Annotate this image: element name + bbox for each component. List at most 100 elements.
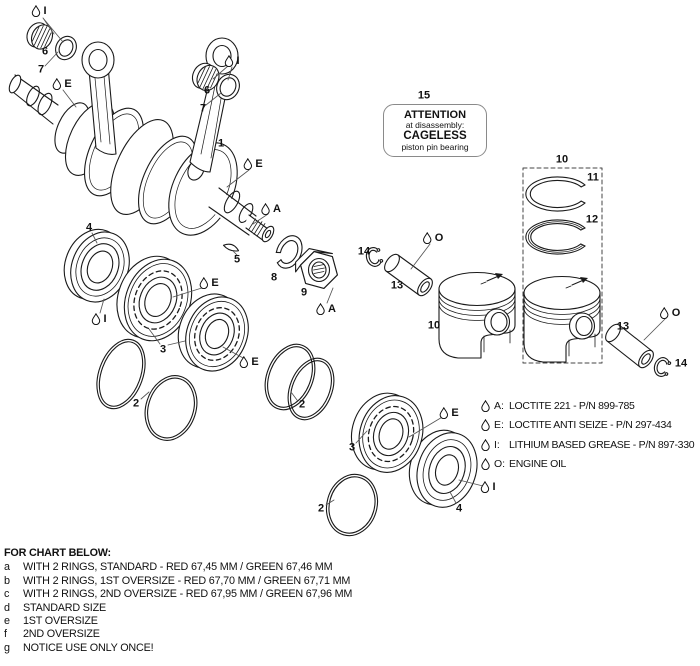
oil-drop-icon <box>660 307 669 319</box>
part-label-2a: 2 <box>132 397 140 410</box>
main-bearing-1 <box>116 255 193 342</box>
oil-drop-icon <box>224 55 234 67</box>
oil-drop-icon <box>480 481 490 493</box>
oil-drop-icon <box>31 5 41 17</box>
woodruff-key <box>222 243 240 252</box>
thrust-washer-right <box>216 73 240 101</box>
crank-right-shaft <box>207 187 275 243</box>
oil-seal-top <box>63 228 130 303</box>
attention-title: ATTENTION <box>403 108 467 121</box>
attention-main: CAGELESS <box>403 130 467 143</box>
piston-right <box>523 275 601 363</box>
o-ring-2 <box>144 375 198 441</box>
attention-footer: piston pin bearing <box>401 141 469 152</box>
legend-row-i: I:LITHIUM BASED GREASE - P/N 897-330 <box>481 438 695 451</box>
part-label-6b: 6 <box>203 84 211 97</box>
piston-pin-left <box>384 253 433 297</box>
oil-drop-icon <box>91 313 101 325</box>
lube-note-i1: I <box>31 5 47 17</box>
crank-left-stub <box>8 74 60 128</box>
kit-dashed-box <box>522 167 603 364</box>
lube-note-a2: A <box>316 303 336 315</box>
part-label-5: 5 <box>233 253 241 266</box>
lube-note-i4: I <box>480 481 496 493</box>
part-label-7a: 7 <box>37 63 45 76</box>
part-label-12: 12 <box>585 213 599 226</box>
part-label-10a: 10 <box>555 153 569 166</box>
piston-pin-right <box>605 323 654 369</box>
oil-drop-icon <box>439 407 449 419</box>
o-ring-4 <box>287 357 335 421</box>
o-ring-1 <box>96 338 146 410</box>
lube-note-o2: O <box>660 307 680 319</box>
part-label-13a: 13 <box>390 279 404 292</box>
part-label-4a: 4 <box>85 221 93 234</box>
part-label-10b: 10 <box>427 319 441 332</box>
chart-notes-title: FOR CHART BELOW: <box>4 547 111 559</box>
part-label-7b: 7 <box>199 102 207 115</box>
part-label-6a: 6 <box>41 45 49 58</box>
oil-drop-icon <box>199 277 209 289</box>
oil-drop-icon <box>261 203 270 215</box>
lube-note-e1: E <box>52 78 72 90</box>
legend-row-o: O:ENGINE OIL <box>481 458 694 471</box>
part-label-14a: 14 <box>357 245 371 258</box>
leader-lines <box>42 17 666 506</box>
part-label-3a: 3 <box>159 343 167 356</box>
lube-note-i2: I <box>224 55 240 67</box>
part-label-13b: 13 <box>616 320 630 333</box>
part-label-2c: 2 <box>317 502 325 515</box>
thrust-washer-left <box>55 35 77 61</box>
lube-note-e2: E <box>243 158 263 170</box>
piston-ring-top <box>525 176 586 212</box>
lube-note-a1: A <box>261 203 281 215</box>
part-label-8: 8 <box>270 271 278 284</box>
lube-note-e5: E <box>439 407 459 419</box>
piston-ring-second <box>525 219 586 255</box>
lock-washer <box>275 235 303 269</box>
attention-subtitle: at disassembly: <box>405 119 465 130</box>
needle-bearing-left <box>26 22 54 50</box>
oil-drop-icon <box>481 458 490 470</box>
needle-bearing-right <box>191 62 220 92</box>
part-label-2b: 2 <box>298 398 306 411</box>
oil-seal-bottom <box>408 429 478 508</box>
lube-note-e4: E <box>239 356 259 368</box>
oil-drop-icon <box>52 78 62 90</box>
lube-note-e3: E <box>199 277 219 289</box>
part-label-3b: 3 <box>348 441 356 454</box>
o-ring-3 <box>264 343 316 411</box>
oil-drop-icon <box>316 303 325 315</box>
oil-drop-icon <box>481 438 490 451</box>
lubricant-legend: A:LOCTITE 221 - P/N 899-785 E:LOCTITE AN… <box>481 399 695 477</box>
oil-drop-icon <box>243 158 253 170</box>
connecting-rod-left <box>81 41 117 155</box>
oil-drop-icon <box>481 419 490 431</box>
circlip-left <box>365 247 384 267</box>
crank-nut <box>295 248 338 289</box>
part-label-15: 15 <box>417 89 431 102</box>
oil-drop-icon <box>481 399 490 412</box>
oil-drop-icon <box>239 356 249 368</box>
part-label-1: 1 <box>217 137 225 150</box>
o-ring-5 <box>325 473 379 537</box>
attention-box: ATTENTION at disassembly: CAGELESS pisto… <box>383 104 487 157</box>
part-label-11: 11 <box>587 171 599 184</box>
part-label-9: 9 <box>300 286 308 299</box>
lube-note-i3: I <box>91 313 107 325</box>
lube-note-o1: O <box>423 232 443 244</box>
piston-left <box>438 271 516 359</box>
legend-row-e: E:LOCTITE ANTI SEIZE - P/N 297-434 <box>481 419 694 432</box>
part-label-4b: 4 <box>455 502 463 515</box>
legend-row-a: A:LOCTITE 221 - P/N 899-785 <box>481 399 694 412</box>
